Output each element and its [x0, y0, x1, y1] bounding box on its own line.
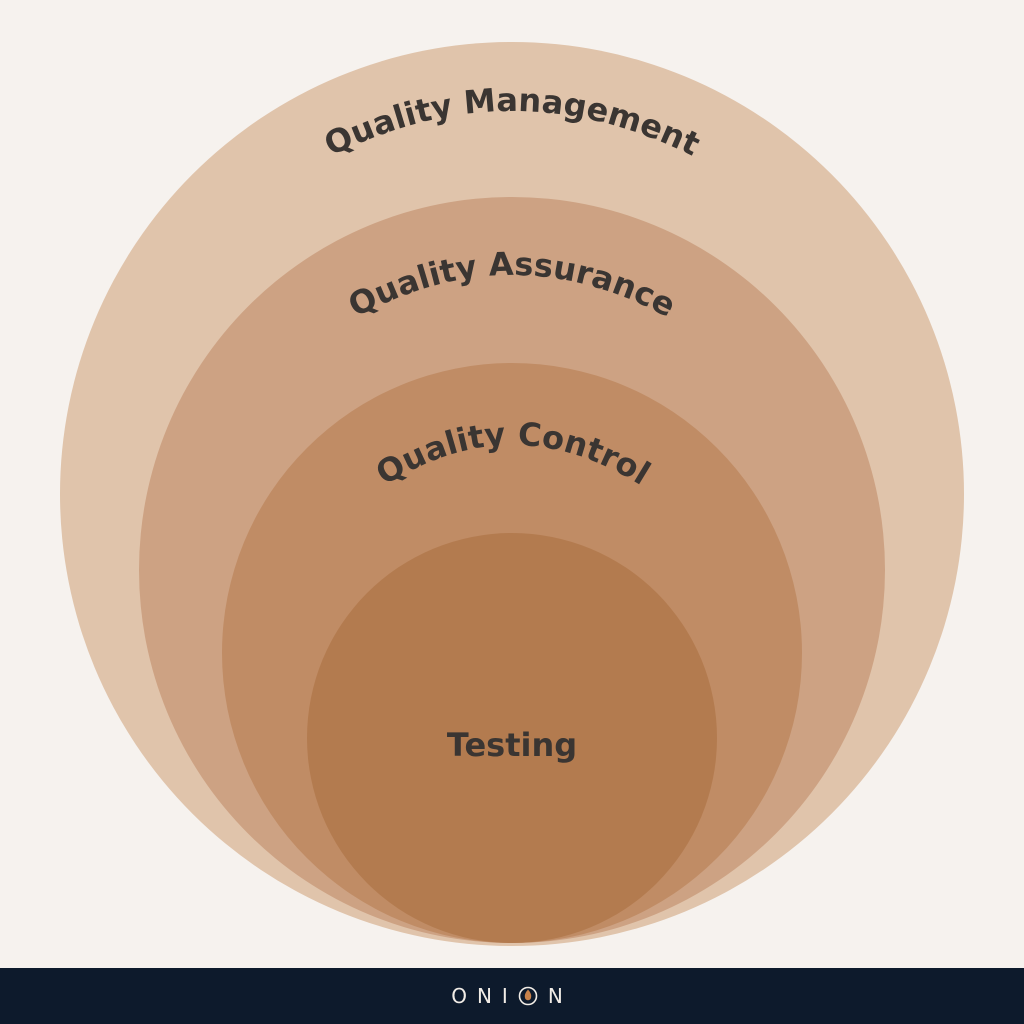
brand-logo: ONI N [451, 984, 573, 1008]
label-testing: Testing [447, 726, 577, 764]
onion-flame-icon [518, 986, 538, 1006]
brand-text-prefix: ONI [451, 984, 518, 1008]
footer-bar: ONI N [0, 968, 1024, 1024]
circle-testing [307, 533, 717, 943]
brand-text-suffix: N [547, 984, 573, 1008]
nested-circles-diagram: Quality Management Quality Assurance Qua… [60, 42, 964, 946]
flame-shape [524, 989, 532, 1001]
